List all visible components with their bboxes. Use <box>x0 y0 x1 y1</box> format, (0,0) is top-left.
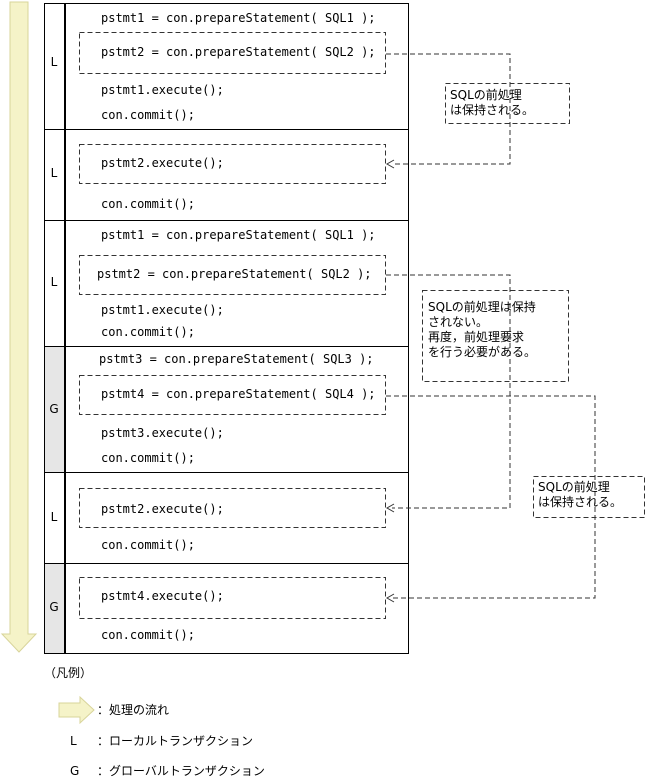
code-line: pstmt1.execute(); <box>101 83 224 97</box>
code-line: pstmt2.execute(); <box>101 502 224 516</box>
code-line: pstmt4 = con.prepareStatement( SQL4 ); <box>101 387 376 401</box>
connector-2 <box>386 274 511 509</box>
code-line: pstmt2 = con.prepareStatement( SQL2 ); <box>97 267 372 281</box>
note-text-2: SQLの前処理は保持 されない。 再度，前処理要求 を行う必要がある。 <box>428 300 537 359</box>
legend-flow-desc: ：処理の流れ <box>97 703 170 717</box>
legend-global-key: G <box>70 764 80 778</box>
row-dividers <box>44 129 409 564</box>
code-line: con.commit(); <box>101 197 195 211</box>
code-line: con.commit(); <box>101 108 195 122</box>
connector-3 <box>386 395 596 599</box>
note-text-3: SQLの前処理 は保持される。 <box>538 480 623 509</box>
code-line: pstmt1 = con.prepareStatement( SQL1 ); <box>101 11 376 25</box>
flow-arrow <box>0 1 38 653</box>
transaction-table <box>44 3 409 654</box>
txn-type-3: L <box>50 275 58 289</box>
txn-type-1: L <box>50 55 58 69</box>
dashed-box-pstmt4-execute <box>79 577 386 619</box>
connector-1 <box>386 53 511 165</box>
global-bg-1 <box>45 347 65 472</box>
legend-global-desc: ：グローバルトランザクション <box>97 764 265 778</box>
arrowhead-2 <box>385 503 395 513</box>
code-line: pstmt3 = con.prepareStatement( SQL3 ); <box>99 352 374 366</box>
code-line: con.commit(); <box>101 451 195 465</box>
code-line: con.commit(); <box>101 325 195 339</box>
dashed-box-pstmt2-execute-1 <box>79 144 386 184</box>
dashed-box-pstmt4-prepare <box>79 375 386 415</box>
legend-local-key: L <box>70 734 77 748</box>
txn-type-2: L <box>50 166 58 180</box>
code-line: pstmt1 = con.prepareStatement( SQL1 ); <box>101 228 376 242</box>
code-line: con.commit(); <box>101 538 195 552</box>
code-line: con.commit(); <box>101 628 195 642</box>
legend-flow-arrow <box>58 695 95 725</box>
note-box-2 <box>422 290 569 382</box>
dashed-box-pstmt2-execute-2 <box>79 488 386 528</box>
txn-type-5: L <box>50 510 58 524</box>
note-box-3 <box>533 476 645 518</box>
note-box-1 <box>445 83 570 124</box>
code-line: pstmt4.execute(); <box>101 589 224 603</box>
code-line: pstmt2 = con.prepareStatement( SQL2 ); <box>101 45 376 59</box>
dashed-box-pstmt2-prepare-2 <box>79 255 386 295</box>
code-line: pstmt1.execute(); <box>101 303 224 317</box>
txn-type-6: G <box>49 600 59 614</box>
legend-local-desc: ：ローカルトランザクション <box>97 734 254 748</box>
dashed-box-pstmt2-prepare-1 <box>79 32 386 74</box>
txn-type-4: G <box>49 402 59 416</box>
code-line: pstmt2.execute(); <box>101 156 224 170</box>
note-text-1: SQLの前処理 は保持される。 <box>450 88 535 117</box>
arrowhead-3 <box>385 593 395 603</box>
global-bg-2 <box>45 563 65 653</box>
code-line: pstmt3.execute(); <box>101 426 224 440</box>
legend-title: （凡例） <box>44 666 93 680</box>
arrowhead-1 <box>385 159 395 169</box>
